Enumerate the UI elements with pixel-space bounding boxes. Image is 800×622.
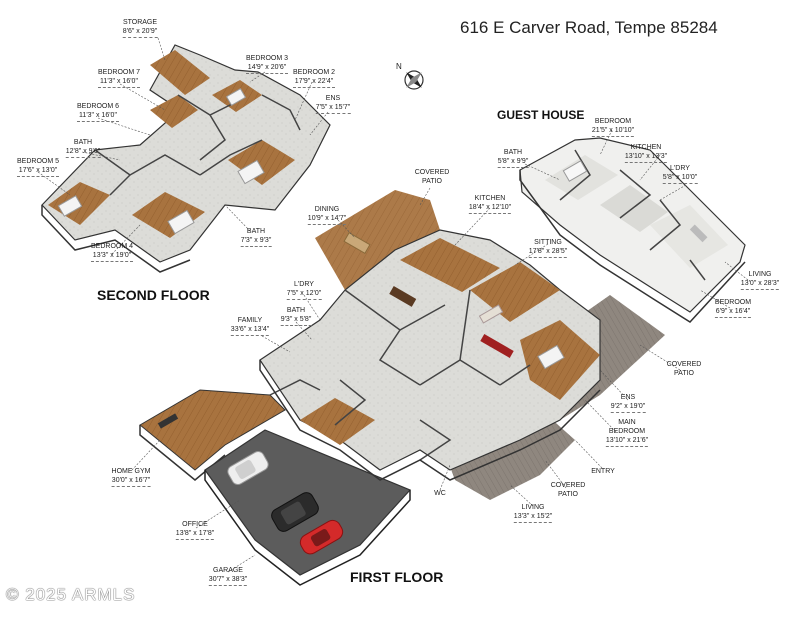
bed-icon: [537, 344, 565, 370]
car-white-icon: [227, 451, 269, 485]
property-address: 616 E Carver Road, Tempe 85284: [460, 18, 718, 37]
room-label-covered-patio-right: COVERED PATIO: [666, 361, 702, 377]
closet-icon: [480, 334, 514, 358]
kitchen-floor: [400, 238, 500, 292]
dining-table-icon: [389, 286, 417, 307]
car-red-icon: [299, 519, 344, 555]
office-floor: [300, 398, 375, 445]
car-black-icon: [271, 492, 319, 532]
bedroom7-floor: [150, 95, 198, 128]
compass-icon: N: [396, 62, 424, 90]
gh-living-floor: [650, 205, 728, 268]
first-floor-plan: [139, 190, 665, 586]
guest-house-title: GUEST HOUSE: [497, 108, 585, 122]
second-floor-title: SECOND FLOOR: [97, 287, 210, 303]
storage-floor: [150, 50, 210, 95]
bed-icon: [225, 87, 247, 107]
bed-icon: [562, 160, 588, 182]
covered-patio-top-deck: [315, 190, 440, 290]
sofa-icon: [478, 304, 504, 324]
room-label-wc: WC: [434, 490, 446, 497]
guest-house-plan: [519, 137, 746, 323]
bedroom2-floor: [228, 140, 295, 185]
sofa-icon: [689, 224, 708, 243]
second-floor-plan: [41, 44, 331, 273]
sitting-floor: [470, 262, 560, 322]
bed-icon: [57, 195, 83, 217]
gh-kitchen-floor: [600, 185, 668, 232]
compass-north-label: N: [396, 62, 402, 71]
bed-icon: [167, 209, 195, 235]
dining-table-icon: [343, 231, 371, 255]
gym-equipment-icon: [157, 413, 179, 429]
copyright-watermark: © 2025 ARMLS: [6, 585, 136, 604]
room-label-covered-patio-top: COVERED PATIO: [414, 169, 450, 185]
bedroom4-floor: [132, 192, 205, 238]
bed-icon: [237, 159, 265, 185]
home-gym-floor: [139, 389, 286, 471]
room-label-covered-patio-bottom: COVERED PATIO: [550, 482, 586, 498]
gh-bedroom-floor: [545, 155, 618, 200]
first-floor-title: FIRST FLOOR: [350, 569, 444, 585]
room-label-entry: ENTRY: [591, 468, 615, 475]
